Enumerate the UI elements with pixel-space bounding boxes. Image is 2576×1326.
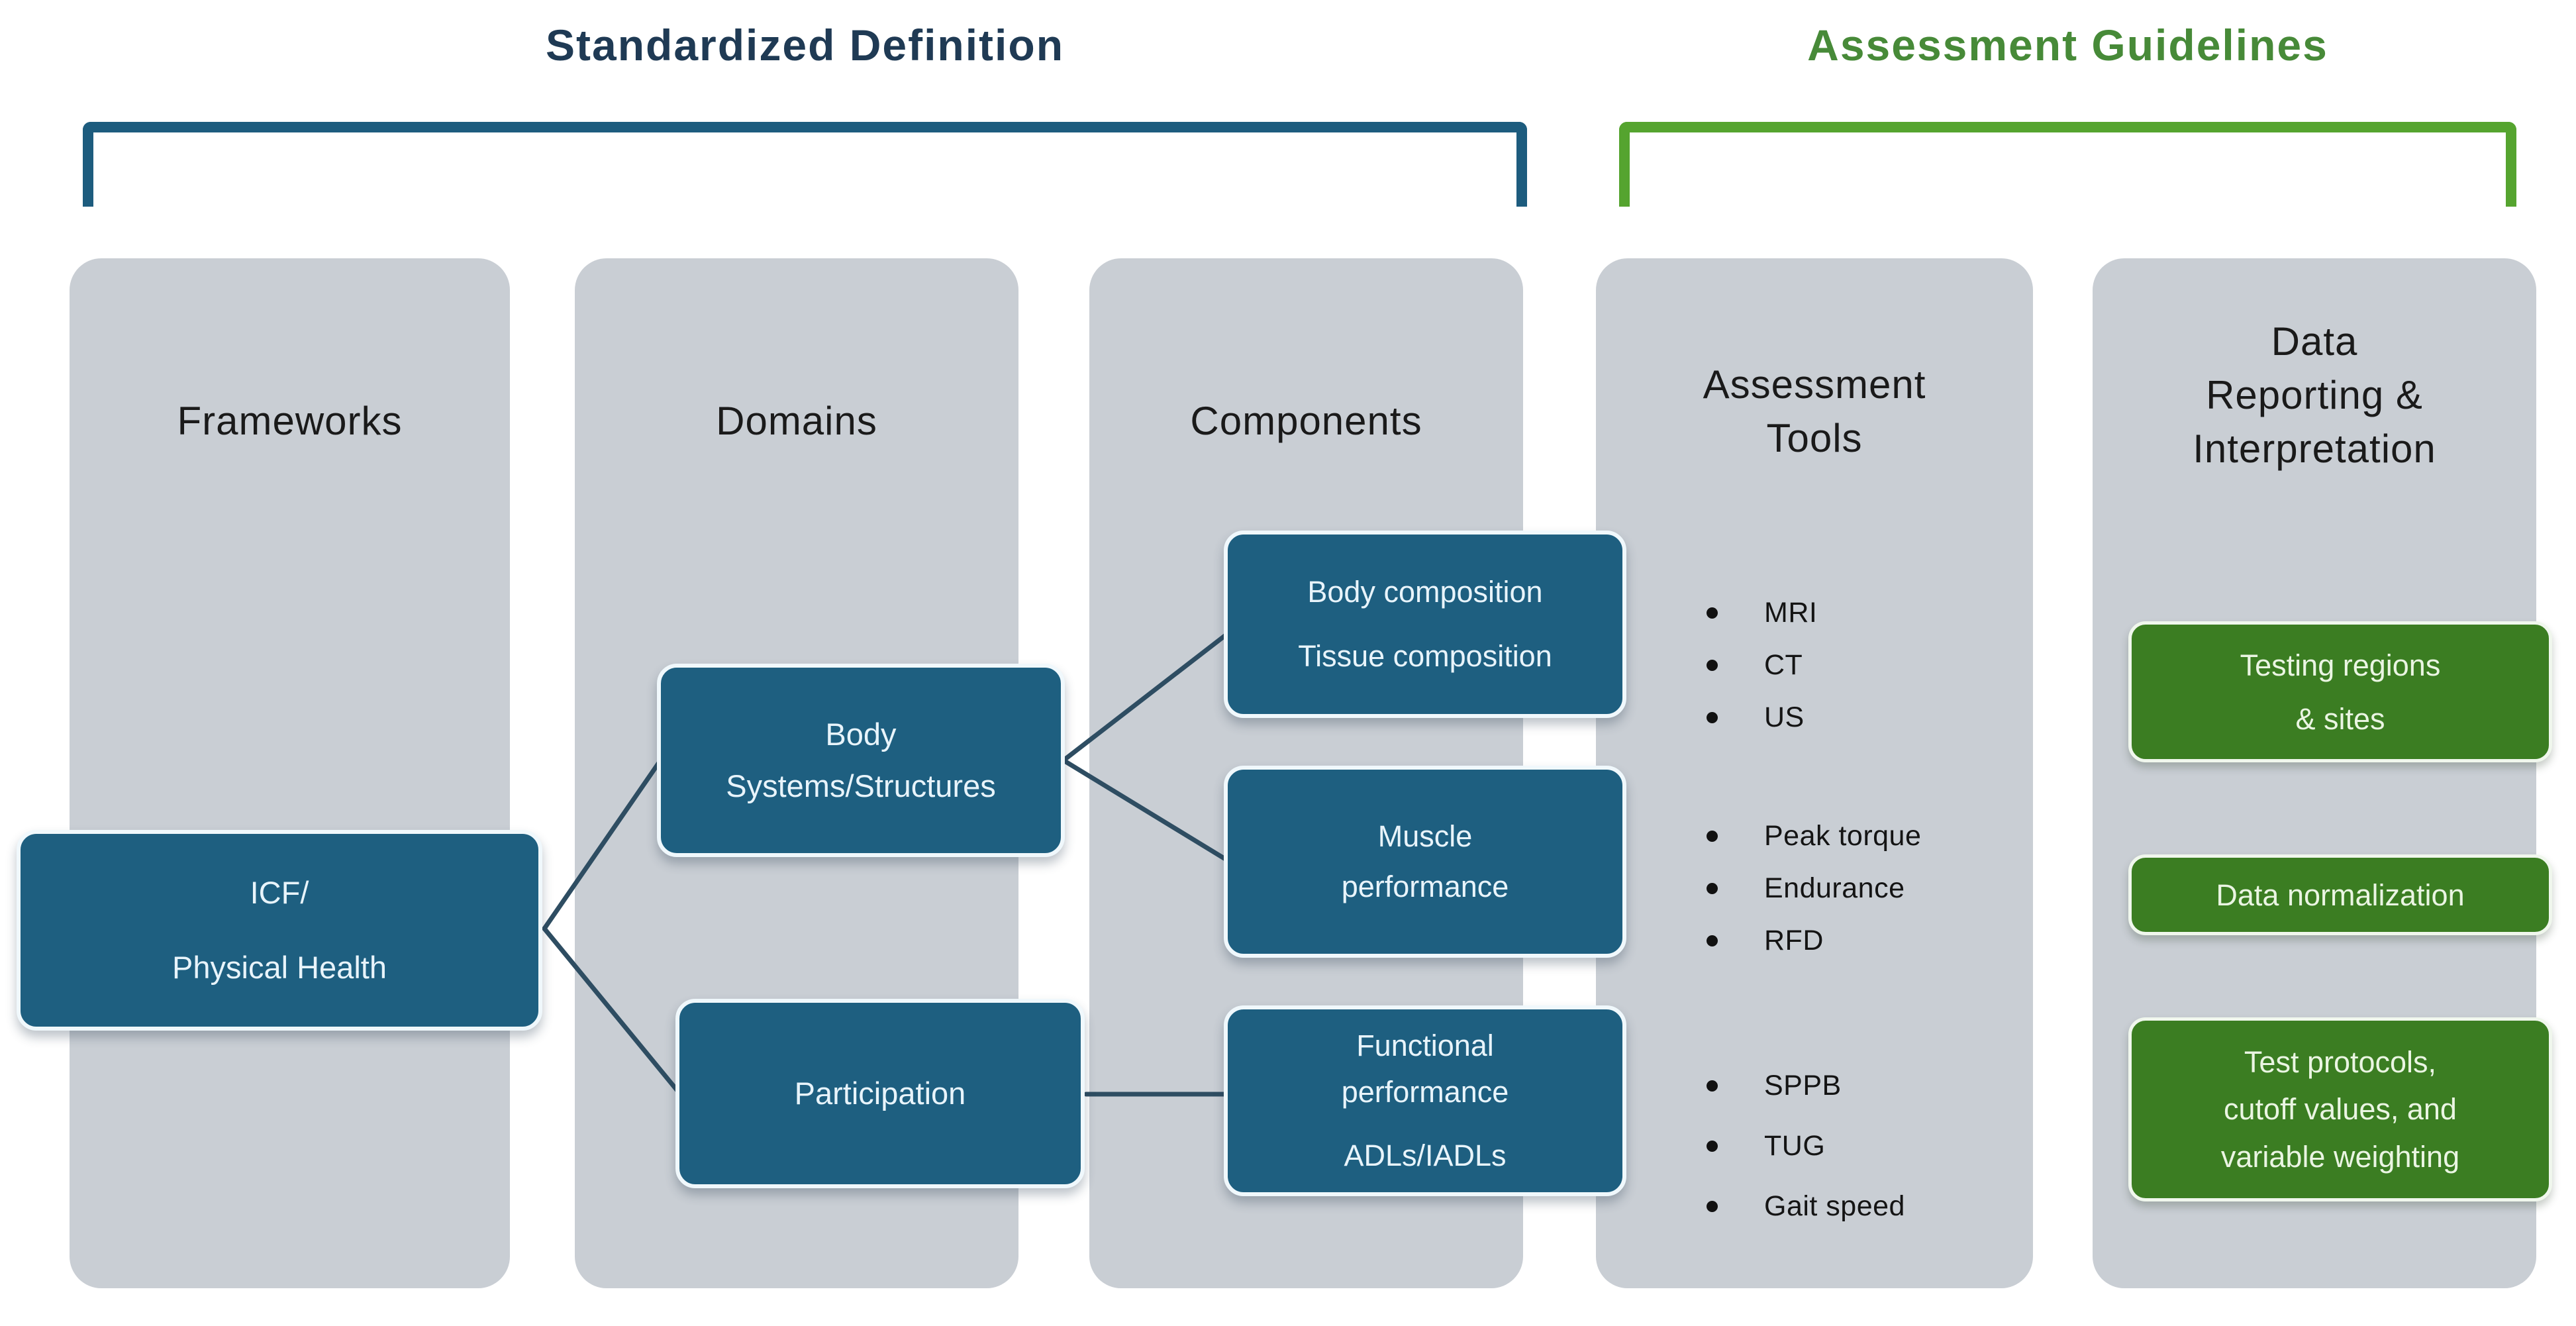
tool-label: SPPB (1764, 1070, 1842, 1101)
node-functional-performance: Functional performance ADLs/IADLs (1224, 1005, 1626, 1196)
bullet-icon (1707, 883, 1718, 894)
tool-label: CT (1764, 649, 1803, 681)
node-label: Participation (794, 1076, 966, 1111)
section-title-assessment-guidelines: Assessment Guidelines (1807, 21, 2328, 70)
list-item: SPPB (1692, 1056, 2036, 1116)
tool-label: US (1764, 701, 1805, 733)
list-item: CT (1692, 639, 2036, 691)
node-participation: Participation (675, 999, 1085, 1188)
list-item: Endurance (1692, 862, 2036, 915)
node-label: Body Systems/Structures (726, 717, 996, 803)
bullet-icon (1707, 935, 1718, 946)
column-header-components: Components (1190, 399, 1422, 443)
node-body-systems-structures: Body Systems/Structures (657, 664, 1065, 857)
list-item: Gait speed (1692, 1176, 2036, 1237)
tool-label: TUG (1764, 1130, 1826, 1162)
node-label: Body composition Tissue composition (1298, 574, 1552, 673)
node-label: ADLs/IADLs (1344, 1138, 1507, 1172)
node-label: ICF/ Physical Health (172, 874, 387, 985)
list-item: RFD (1692, 915, 2036, 967)
column-frameworks: Frameworks (70, 258, 510, 1288)
tool-label: RFD (1764, 925, 1824, 956)
node-label: Test protocols, cutoff values, and varia… (2220, 1045, 2460, 1174)
node-icf-physical-health: ICF/ Physical Health (17, 830, 542, 1031)
assessment-tools-imaging-list: MRI CT US (1692, 587, 2036, 744)
assessment-tools-function-list: SPPB TUG Gait speed (1692, 1056, 2036, 1237)
bullet-icon (1707, 712, 1718, 723)
section-title-standardized-definition: Standardized Definition (545, 21, 1065, 70)
assessment-tools-muscle-list: Peak torque Endurance RFD (1692, 810, 2036, 967)
node-body-tissue-composition: Body composition Tissue composition (1224, 531, 1626, 718)
bullet-icon (1707, 1201, 1718, 1212)
list-item: MRI (1692, 587, 2036, 639)
assessment-guidelines-bracket (1619, 122, 2516, 207)
bullet-icon (1707, 1141, 1718, 1152)
standardized-definition-bracket (83, 122, 1527, 207)
node-muscle-performance: Muscle performance (1224, 766, 1626, 958)
node-label: Data normalization (2216, 878, 2465, 912)
column-header-frameworks: Frameworks (177, 399, 403, 443)
column-header-domains: Domains (716, 399, 877, 443)
tool-label: Endurance (1764, 872, 1905, 904)
bullet-icon (1707, 660, 1718, 671)
tool-label: Gait speed (1764, 1190, 1905, 1222)
reporting-box-test-protocols: Test protocols, cutoff values, and varia… (2128, 1017, 2552, 1201)
column-header-data-reporting: Data Reporting & Interpretation (2193, 319, 2436, 471)
column-assessment-tools: Assessment Tools (1596, 258, 2033, 1288)
node-label: Functional performance (1341, 1029, 1509, 1109)
bullet-icon (1707, 1080, 1718, 1092)
list-item: US (1692, 691, 2036, 744)
tool-label: MRI (1764, 597, 1818, 629)
bullet-icon (1707, 831, 1718, 842)
node-label: Testing regions & sites (2240, 648, 2441, 736)
list-item: Peak torque (1692, 810, 2036, 862)
list-item: TUG (1692, 1116, 2036, 1176)
bullet-icon (1707, 607, 1718, 619)
reporting-box-testing-regions: Testing regions & sites (2128, 621, 2552, 762)
reporting-box-data-normalization: Data normalization (2128, 854, 2552, 935)
node-label: Muscle performance (1341, 819, 1509, 904)
tool-label: Peak torque (1764, 820, 1922, 852)
column-header-assessment-tools: Assessment Tools (1703, 362, 1926, 460)
